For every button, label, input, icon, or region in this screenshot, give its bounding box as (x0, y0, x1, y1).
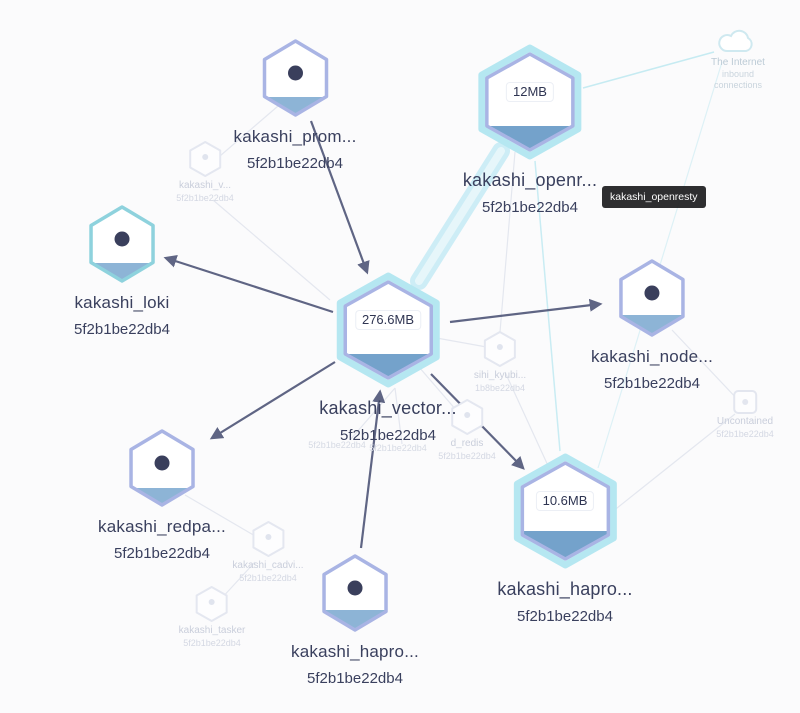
faded-node-sublabel: 5f2b1be22db4 (183, 638, 241, 648)
faded-node-sublabel: 5f2b1be22db4 (176, 193, 234, 203)
container-hexagon-icon (513, 453, 617, 569)
faded-node-uncontained[interactable]: Uncontained 5f2b1be22db4 (716, 390, 774, 439)
node-kakashi-haproxy-right[interactable]: 10.6MB kakashi_hapro... 5f2b1be22db4 (497, 453, 632, 625)
metric-badge: 276.6MB (355, 311, 421, 329)
faded-node-tasker[interactable]: kakashi_tasker 5f2b1be22db4 (178, 585, 246, 648)
faded-hexagon-icon (189, 141, 221, 177)
node-sublabel: 5f2b1be22db4 (604, 375, 700, 392)
faded-hexagon-icon (195, 586, 228, 622)
cloud-icon (718, 29, 753, 53)
node-label: kakashi_hapro... (291, 642, 419, 661)
container-hexagon-icon (129, 429, 195, 507)
container-hexagon-icon (89, 205, 155, 283)
faded-node-label: kakashi_cadvi... (232, 560, 304, 571)
faded-hexagon-icon (252, 521, 284, 557)
node-sublabel: 5f2b1be22db4 (482, 199, 578, 216)
faded-node-redis[interactable]: d_redis 5f2b1be22db4 (438, 398, 496, 461)
uncontained-icon (733, 390, 757, 414)
faded-node-label: kakashi_v... (178, 180, 232, 191)
metric-badge: 12MB (507, 83, 553, 101)
node-kakashi-openresty[interactable]: 12MB kakashi_openr... 5f2b1be22db4 (463, 44, 597, 216)
node-sublabel: 5f2b1be22db4 (340, 427, 436, 444)
node-label: kakashi_openr... (462, 170, 598, 190)
node-label: kakashi_node... (590, 347, 714, 366)
node-label: kakashi_prom... (233, 127, 357, 146)
highlighted-edge (410, 142, 510, 290)
faded-node-cadvisor[interactable]: kakashi_cadvi... 5f2b1be22db4 (232, 520, 304, 583)
faded-node-label: d_redis (450, 438, 484, 449)
faded-node-sublabel: 5f2b1be22db4 (716, 429, 774, 439)
container-hexagon-icon (262, 39, 328, 117)
node-the-internet[interactable]: The Internet inbound connections (711, 26, 765, 90)
node-kakashi-prom[interactable]: kakashi_prom... 5f2b1be22db4 (234, 38, 357, 172)
faded-edges (184, 99, 741, 601)
faded-node-label: sihi_kyubi... (473, 370, 527, 381)
faded-hexagon-icon (451, 399, 483, 435)
faded-node-sublabel: 1b8be22db4 (474, 383, 526, 393)
node-label: kakashi_redpa... (98, 517, 226, 536)
internet-subtitle: connections (713, 80, 763, 90)
node-label: kakashi_vector... (319, 398, 457, 418)
faded-node-label: kakashi_tasker (178, 625, 246, 636)
container-hexagon-icon (322, 554, 388, 632)
faded-node-sublabel: 5f2b1be22db4 (438, 451, 496, 461)
faded-hexagon-icon (484, 331, 516, 367)
faded-node-sublabel: 5f2b1be22db4 (239, 573, 297, 583)
node-sublabel: 5f2b1be22db4 (114, 545, 210, 562)
container-hexagon-icon (619, 259, 685, 337)
metric-badge: 10.6MB (536, 492, 594, 510)
internet-title: The Internet (711, 57, 765, 68)
node-label: kakashi_hapro... (497, 579, 633, 599)
node-kakashi-redpanda[interactable]: kakashi_redpa... 5f2b1be22db4 (98, 428, 226, 562)
node-sublabel: 5f2b1be22db4 (74, 321, 170, 338)
faded-node-kakashi-v[interactable]: kakashi_v... 5f2b1be22db4 (176, 140, 234, 203)
node-kakashi-haproxy-bottom[interactable]: kakashi_hapro... 5f2b1be22db4 (291, 553, 419, 687)
node-sublabel: 5f2b1be22db4 (247, 155, 343, 172)
container-hexagon-icon (336, 272, 440, 388)
node-kakashi-loki[interactable]: kakashi_loki 5f2b1be22db4 (74, 204, 170, 338)
node-kakashi-vector[interactable]: 276.6MB kakashi_vector... 5f2b1be22db4 (319, 272, 457, 444)
node-kakashi-node-exporter[interactable]: kakashi_node... 5f2b1be22db4 (591, 258, 713, 392)
node-label: kakashi_loki (74, 293, 170, 312)
faded-node-sublabel: 5f2b1be22db4 (369, 443, 427, 453)
node-sublabel: 5f2b1be22db4 (517, 608, 613, 625)
faded-node-sublabel: 5f2b1be22db4 (308, 440, 366, 450)
internet-subtitle: inbound (721, 69, 755, 79)
faded-node-sihi-kyubi[interactable]: sihi_kyubi... 1b8be22db4 (474, 330, 526, 393)
container-hexagon-icon (478, 44, 582, 160)
node-sublabel: 5f2b1be22db4 (307, 670, 403, 687)
faded-node-label: Uncontained (716, 416, 774, 427)
hover-tooltip: kakashi_openresty (602, 186, 706, 208)
